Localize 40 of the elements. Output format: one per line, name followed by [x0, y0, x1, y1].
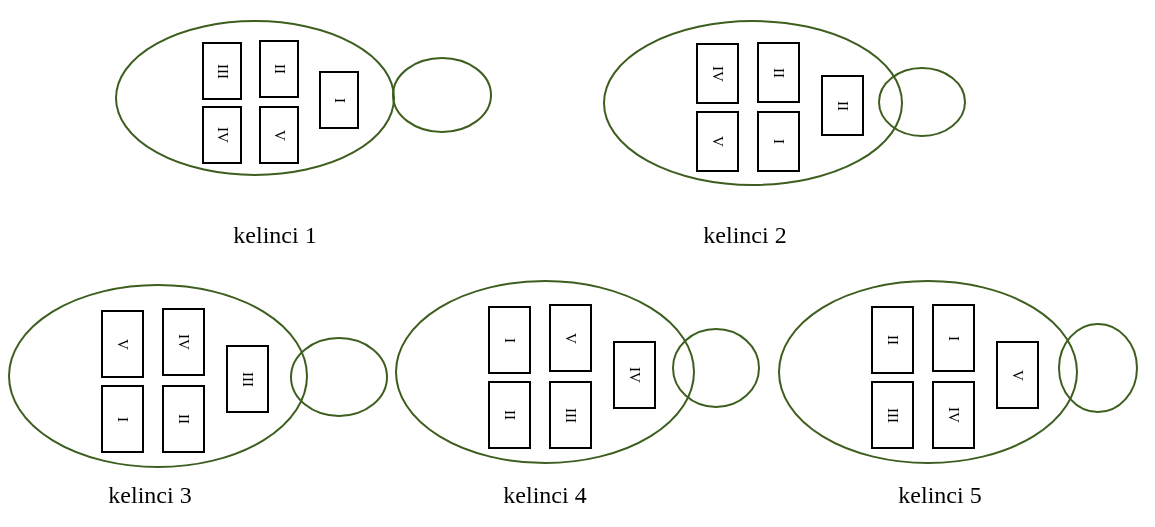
numeral-card: IV: [202, 106, 242, 164]
numeral-card: V: [549, 304, 592, 372]
numeral-card: II: [871, 306, 914, 374]
numeral-card: I: [101, 385, 144, 453]
rabbit-body: [115, 20, 395, 176]
rabbit-body: [603, 20, 903, 186]
numeral-card: II: [821, 75, 864, 136]
rabbit-name-label: kelinci 2: [703, 222, 787, 249]
numeral-card: III: [871, 381, 914, 449]
rabbit-body: [778, 280, 1078, 464]
numeral-card: V: [259, 106, 299, 164]
rabbit-name-label: kelinci 4: [503, 482, 587, 509]
rabbit-head: [290, 337, 388, 417]
rabbit-body: [8, 284, 308, 468]
numeral-card: I: [488, 306, 531, 374]
numeral-card: I: [757, 111, 800, 172]
numeral-card: II: [757, 42, 800, 103]
numeral-card: IV: [696, 43, 739, 104]
numeral-card: IV: [162, 308, 205, 376]
numeral-card: I: [319, 71, 359, 129]
numeral-card: III: [226, 345, 269, 413]
rabbit-name-label: kelinci 3: [108, 482, 192, 509]
numeral-card: III: [202, 42, 242, 100]
numeral-card: IV: [932, 381, 975, 449]
numeral-card: V: [696, 111, 739, 172]
rabbit-body: [395, 280, 695, 464]
numeral-card: V: [996, 341, 1039, 409]
rabbit-head: [672, 328, 760, 408]
numeral-card: III: [549, 381, 592, 449]
numeral-card: II: [259, 40, 299, 98]
numeral-card: II: [488, 381, 531, 449]
numeral-card: I: [932, 304, 975, 372]
numeral-card: V: [101, 310, 144, 378]
rabbit-head: [878, 67, 966, 137]
numeral-card: IV: [613, 341, 656, 409]
rabbit-name-label: kelinci 1: [233, 222, 317, 249]
rabbit-head: [1058, 323, 1138, 413]
rabbit-name-label: kelinci 5: [898, 482, 982, 509]
rabbit-head: [392, 57, 492, 133]
numeral-card: II: [162, 385, 205, 453]
